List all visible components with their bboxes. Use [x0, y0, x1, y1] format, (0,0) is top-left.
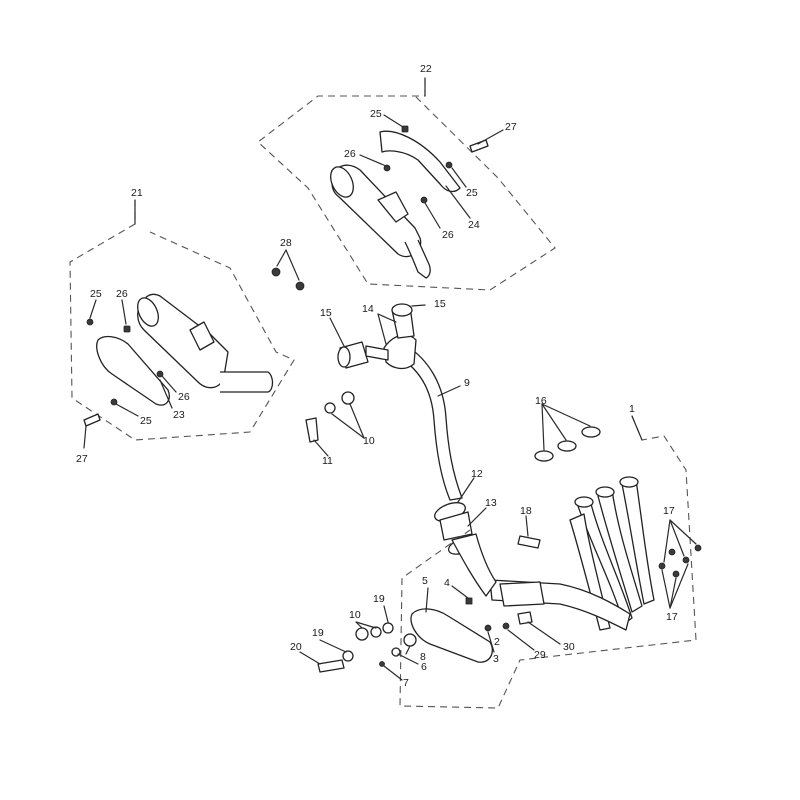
callout-3: 3: [493, 653, 499, 665]
callout-26: 26: [178, 391, 190, 403]
callout-10: 10: [349, 609, 361, 621]
callout-10: 10: [363, 435, 375, 447]
link-pipe-assembly: [329, 303, 487, 555]
callout-29: 29: [534, 649, 546, 661]
seals-16: [534, 403, 601, 462]
callout-5: 5: [422, 575, 428, 587]
callout-20: 20: [290, 641, 302, 653]
callout-30: 30: [563, 641, 575, 653]
callout-27: 27: [505, 121, 517, 133]
callout-25: 25: [140, 415, 152, 427]
callout-labels: 22 25 27 26 25 24 26 21 28 25 26 26 25 2…: [76, 63, 678, 689]
lower-fixings: [299, 605, 419, 681]
callout-26: 26: [442, 229, 454, 241]
callout-22: 22: [420, 63, 432, 75]
callout-16: 16: [535, 395, 547, 407]
callout-25: 25: [90, 288, 102, 300]
callout-9: 9: [464, 377, 470, 389]
callout-19: 19: [312, 627, 324, 639]
callout-11: 11: [322, 455, 333, 467]
callout-4: 4: [444, 577, 450, 589]
group-21-left-silencer: [69, 199, 295, 449]
callout-17: 17: [663, 505, 675, 517]
group-22-right-silencer: [257, 77, 556, 291]
callout-8: 8: [420, 651, 426, 663]
callout-26: 26: [344, 148, 356, 160]
callout-25: 25: [466, 187, 478, 199]
downpipe-assembly-1: [399, 415, 702, 709]
callout-15: 15: [434, 298, 446, 310]
callout-21: 21: [131, 187, 143, 199]
callout-19: 19: [373, 593, 385, 605]
callout-25: 25: [370, 108, 382, 120]
callout-27: 27: [76, 453, 88, 465]
callout-15: 15: [320, 307, 332, 319]
callout-28: 28: [280, 237, 292, 249]
callout-17: 17: [666, 611, 678, 623]
callout-6: 6: [421, 661, 427, 673]
callout-24: 24: [468, 219, 480, 231]
callout-23: 23: [173, 409, 185, 421]
callout-1: 1: [629, 403, 635, 415]
callout-12: 12: [471, 468, 483, 480]
callout-14: 14: [362, 303, 374, 315]
callout-2: 2: [494, 636, 500, 648]
item-28-nuts: [271, 249, 305, 291]
bolts-10-11: [305, 391, 365, 457]
callout-13: 13: [485, 497, 497, 509]
callout-26: 26: [116, 288, 128, 300]
callout-7: 7: [403, 677, 409, 689]
callout-18: 18: [520, 505, 532, 517]
